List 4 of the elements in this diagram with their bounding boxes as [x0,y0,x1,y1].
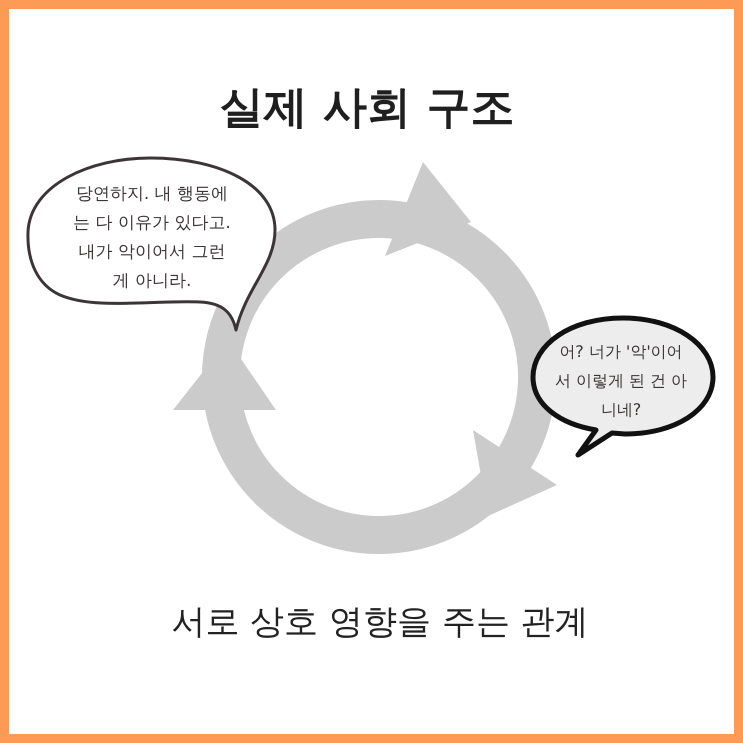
speech-bubble [528,313,718,460]
caption: 서로 상호 영향을 주는 관계 [171,601,589,644]
bubble-text: 어? 너가 '악'이어서 이렇게 된 건 아니네? [554,341,688,421]
title: 실제 사회 구조 [220,81,514,135]
